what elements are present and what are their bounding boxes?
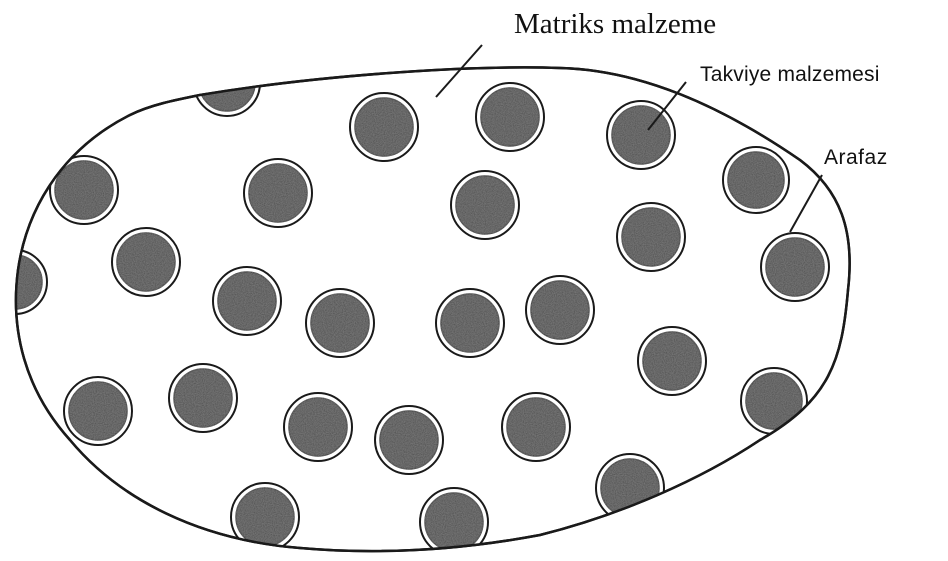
reinforcement-fiber	[481, 88, 539, 146]
reinforcement-fiber	[643, 332, 701, 390]
reinforcement-fiber	[117, 233, 175, 291]
fiber-11	[112, 228, 180, 296]
fiber-4	[607, 101, 675, 169]
fiber-3	[476, 83, 544, 151]
reinforcement-fiber	[425, 493, 483, 551]
reinforcement-fiber	[507, 398, 565, 456]
fiber-5	[723, 147, 789, 213]
fiber-13	[213, 267, 281, 335]
fiber-22	[502, 393, 570, 461]
fiber-1	[194, 50, 260, 116]
fiber-14	[306, 289, 374, 357]
reinforcement-fiber	[174, 369, 232, 427]
matrix-label: Matriks malzeme	[514, 10, 716, 39]
fiber-8	[451, 171, 519, 239]
reinforcement-fiber	[311, 294, 369, 352]
fiber-19	[169, 364, 237, 432]
reinforcement-fiber	[456, 176, 514, 234]
fiber-25	[231, 483, 299, 551]
fiber-24	[596, 454, 664, 522]
reinforcement-fiber	[380, 411, 438, 469]
reinforcement-fiber	[746, 373, 802, 429]
reinforcement-fiber	[289, 398, 347, 456]
reinforcement-fiber	[236, 488, 294, 546]
reinforcement-fiber	[55, 161, 113, 219]
fiber-9	[617, 203, 685, 271]
interphase-label: Arafaz	[824, 147, 888, 168]
reinforcement-fiber	[531, 281, 589, 339]
reinforcement-fiber	[218, 272, 276, 330]
fiber-10	[761, 233, 829, 301]
fiber-21	[375, 406, 443, 474]
reinforcement-fiber	[441, 294, 499, 352]
fiber-23	[741, 368, 807, 434]
reinforcement-label: Takviye malzemesi	[700, 64, 880, 85]
fiber-20	[284, 393, 352, 461]
fiber-7	[244, 159, 312, 227]
reinforcement-fiber	[728, 152, 784, 208]
reinforcement-fiber	[199, 55, 255, 111]
reinforcement-fiber	[69, 382, 127, 440]
reinforcement-fiber	[766, 238, 824, 296]
fiber-17	[638, 327, 706, 395]
reinforcement-fiber	[622, 208, 680, 266]
reinforcement-fiber	[355, 98, 413, 156]
matrix-outline	[16, 67, 850, 551]
fiber-18	[64, 377, 132, 445]
fiber-15	[436, 289, 504, 357]
fiber-2	[350, 93, 418, 161]
reinforcement-fiber	[601, 459, 659, 517]
fiber-6	[50, 156, 118, 224]
fiber-16	[526, 276, 594, 344]
reinforcement-fiber	[249, 164, 307, 222]
